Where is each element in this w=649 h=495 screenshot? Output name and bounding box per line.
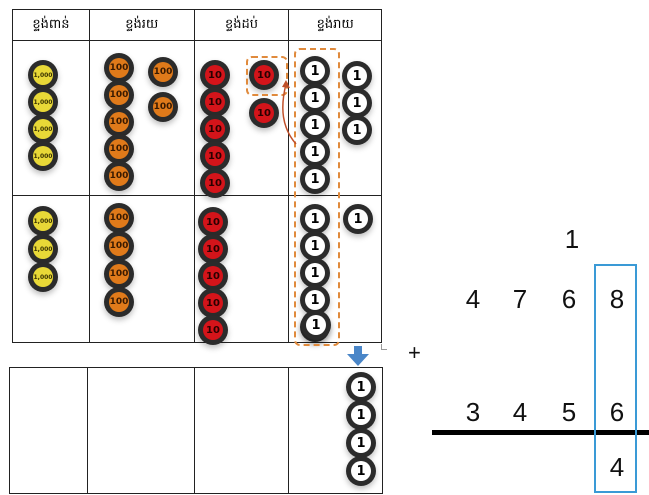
hundred-coin-label: 100 [153, 97, 173, 117]
thousand-coin-label: 1,000 [33, 267, 53, 287]
hundred-coin-label: 100 [109, 85, 129, 105]
one-coin-label: 1 [351, 433, 371, 453]
thousand-coin: 1,000 [28, 114, 58, 144]
ten-coin-label: 10 [205, 65, 225, 85]
regroup-arrow-icon [276, 78, 306, 148]
thousand-coin: 1,000 [28, 141, 58, 171]
hundred-coin: 100 [104, 107, 134, 137]
ten-coin: 10 [200, 114, 230, 144]
thousand-coin: 1,000 [28, 87, 58, 117]
one-coin-label: 1 [351, 461, 371, 481]
hundred-coin: 100 [104, 80, 134, 110]
one-coin-label: 1 [351, 377, 371, 397]
carry-digit: 1 [560, 224, 584, 255]
ten-coin-label: 10 [205, 146, 225, 166]
ten-coin: 10 [198, 234, 228, 264]
one-coin: 1 [342, 88, 372, 118]
ten-coin: 10 [200, 168, 230, 198]
plus-sign: + [408, 340, 421, 366]
ten-coin-label: 10 [203, 239, 223, 259]
hundred-coin-label: 100 [109, 208, 129, 228]
corner-mark [381, 344, 387, 350]
thousand-coin-label: 1,000 [33, 92, 53, 112]
hundred-coin-label: 100 [109, 166, 129, 186]
header-tens: ខ្ទង់ដប់ [194, 10, 289, 41]
hundred-coin-label: 100 [109, 139, 129, 159]
hundred-coin: 100 [104, 287, 134, 317]
ten-coin: 10 [200, 87, 230, 117]
thousand-coin: 1,000 [28, 262, 58, 292]
hundred-coin: 100 [104, 134, 134, 164]
result-table [9, 367, 383, 494]
addend1-hundreds: 7 [508, 284, 532, 315]
addend2-hundreds: 4 [508, 397, 532, 428]
hundred-coin: 100 [104, 259, 134, 289]
cell [88, 368, 195, 494]
hundred-coin-label: 100 [109, 58, 129, 78]
addend1-tens: 6 [557, 284, 581, 315]
thousand-coin: 1,000 [28, 60, 58, 90]
thousand-coin-label: 1,000 [33, 119, 53, 139]
one-coin-label: 1 [347, 120, 367, 140]
one-coin: 1 [343, 204, 373, 234]
one-coin: 1 [346, 428, 376, 458]
thousand-coin: 1,000 [28, 206, 58, 236]
ten-coin: 10 [198, 288, 228, 318]
ten-coin-label: 10 [203, 320, 223, 340]
hundred-coin-label: 100 [109, 264, 129, 284]
cell [195, 368, 288, 494]
addend2-thousands: 3 [461, 397, 485, 428]
ten-coin: 10 [198, 207, 228, 237]
table-row-result [10, 368, 383, 494]
table-header-row: ខ្ទង់ពាន់ ខ្ទង់រយ ខ្ទង់ដប់ ខ្ទង់រាយ [13, 10, 382, 41]
hundred-coin: 100 [104, 53, 134, 83]
ten-coin: 10 [200, 60, 230, 90]
thousand-coin-label: 1,000 [33, 146, 53, 166]
ten-coin: 10 [198, 261, 228, 291]
one-coin: 1 [342, 61, 372, 91]
one-coin: 1 [346, 372, 376, 402]
header-thousands: ខ្ទង់ពាន់ [13, 10, 90, 41]
ten-coin: 10 [200, 141, 230, 171]
hundred-coin-label: 100 [153, 62, 173, 82]
one-coin: 1 [346, 400, 376, 430]
ten-coin-label: 10 [203, 293, 223, 313]
thousand-coin-label: 1,000 [33, 239, 53, 259]
hundred-coin: 100 [104, 231, 134, 261]
one-coin: 1 [346, 456, 376, 486]
thousand-coin: 1,000 [28, 234, 58, 264]
header-ones: ខ្ទង់រាយ [289, 10, 382, 41]
addend1-thousands: 4 [461, 284, 485, 315]
one-coin-label: 1 [348, 209, 368, 229]
hundred-coin-label: 100 [109, 112, 129, 132]
ten-coin-label: 10 [205, 119, 225, 139]
result-ones: 4 [605, 452, 629, 483]
hundred-coin: 100 [104, 203, 134, 233]
one-coin-label: 1 [351, 405, 371, 425]
ten-coin-label: 10 [205, 173, 225, 193]
ten-coin-label: 10 [254, 103, 274, 123]
cell [10, 368, 88, 494]
ten-coin-label: 10 [203, 212, 223, 232]
hundred-coin: 100 [148, 57, 178, 87]
ten-coin: 10 [249, 98, 279, 128]
addend2-tens: 5 [557, 397, 581, 428]
thousand-coin-label: 1,000 [33, 211, 53, 231]
thousand-coin-label: 1,000 [33, 65, 53, 85]
one-coin-label: 1 [347, 93, 367, 113]
header-hundreds: ខ្ទង់រយ [89, 10, 194, 41]
one-coin-label: 1 [347, 66, 367, 86]
hundred-coin-label: 100 [109, 292, 129, 312]
ten-coin: 10 [198, 315, 228, 345]
hundred-coin: 100 [104, 161, 134, 191]
one-coin: 1 [342, 115, 372, 145]
hundred-coin-label: 100 [109, 236, 129, 256]
hundred-coin: 100 [148, 92, 178, 122]
ten-coin-label: 10 [203, 266, 223, 286]
ten-coin-label: 10 [205, 92, 225, 112]
down-arrow-icon [347, 346, 369, 366]
